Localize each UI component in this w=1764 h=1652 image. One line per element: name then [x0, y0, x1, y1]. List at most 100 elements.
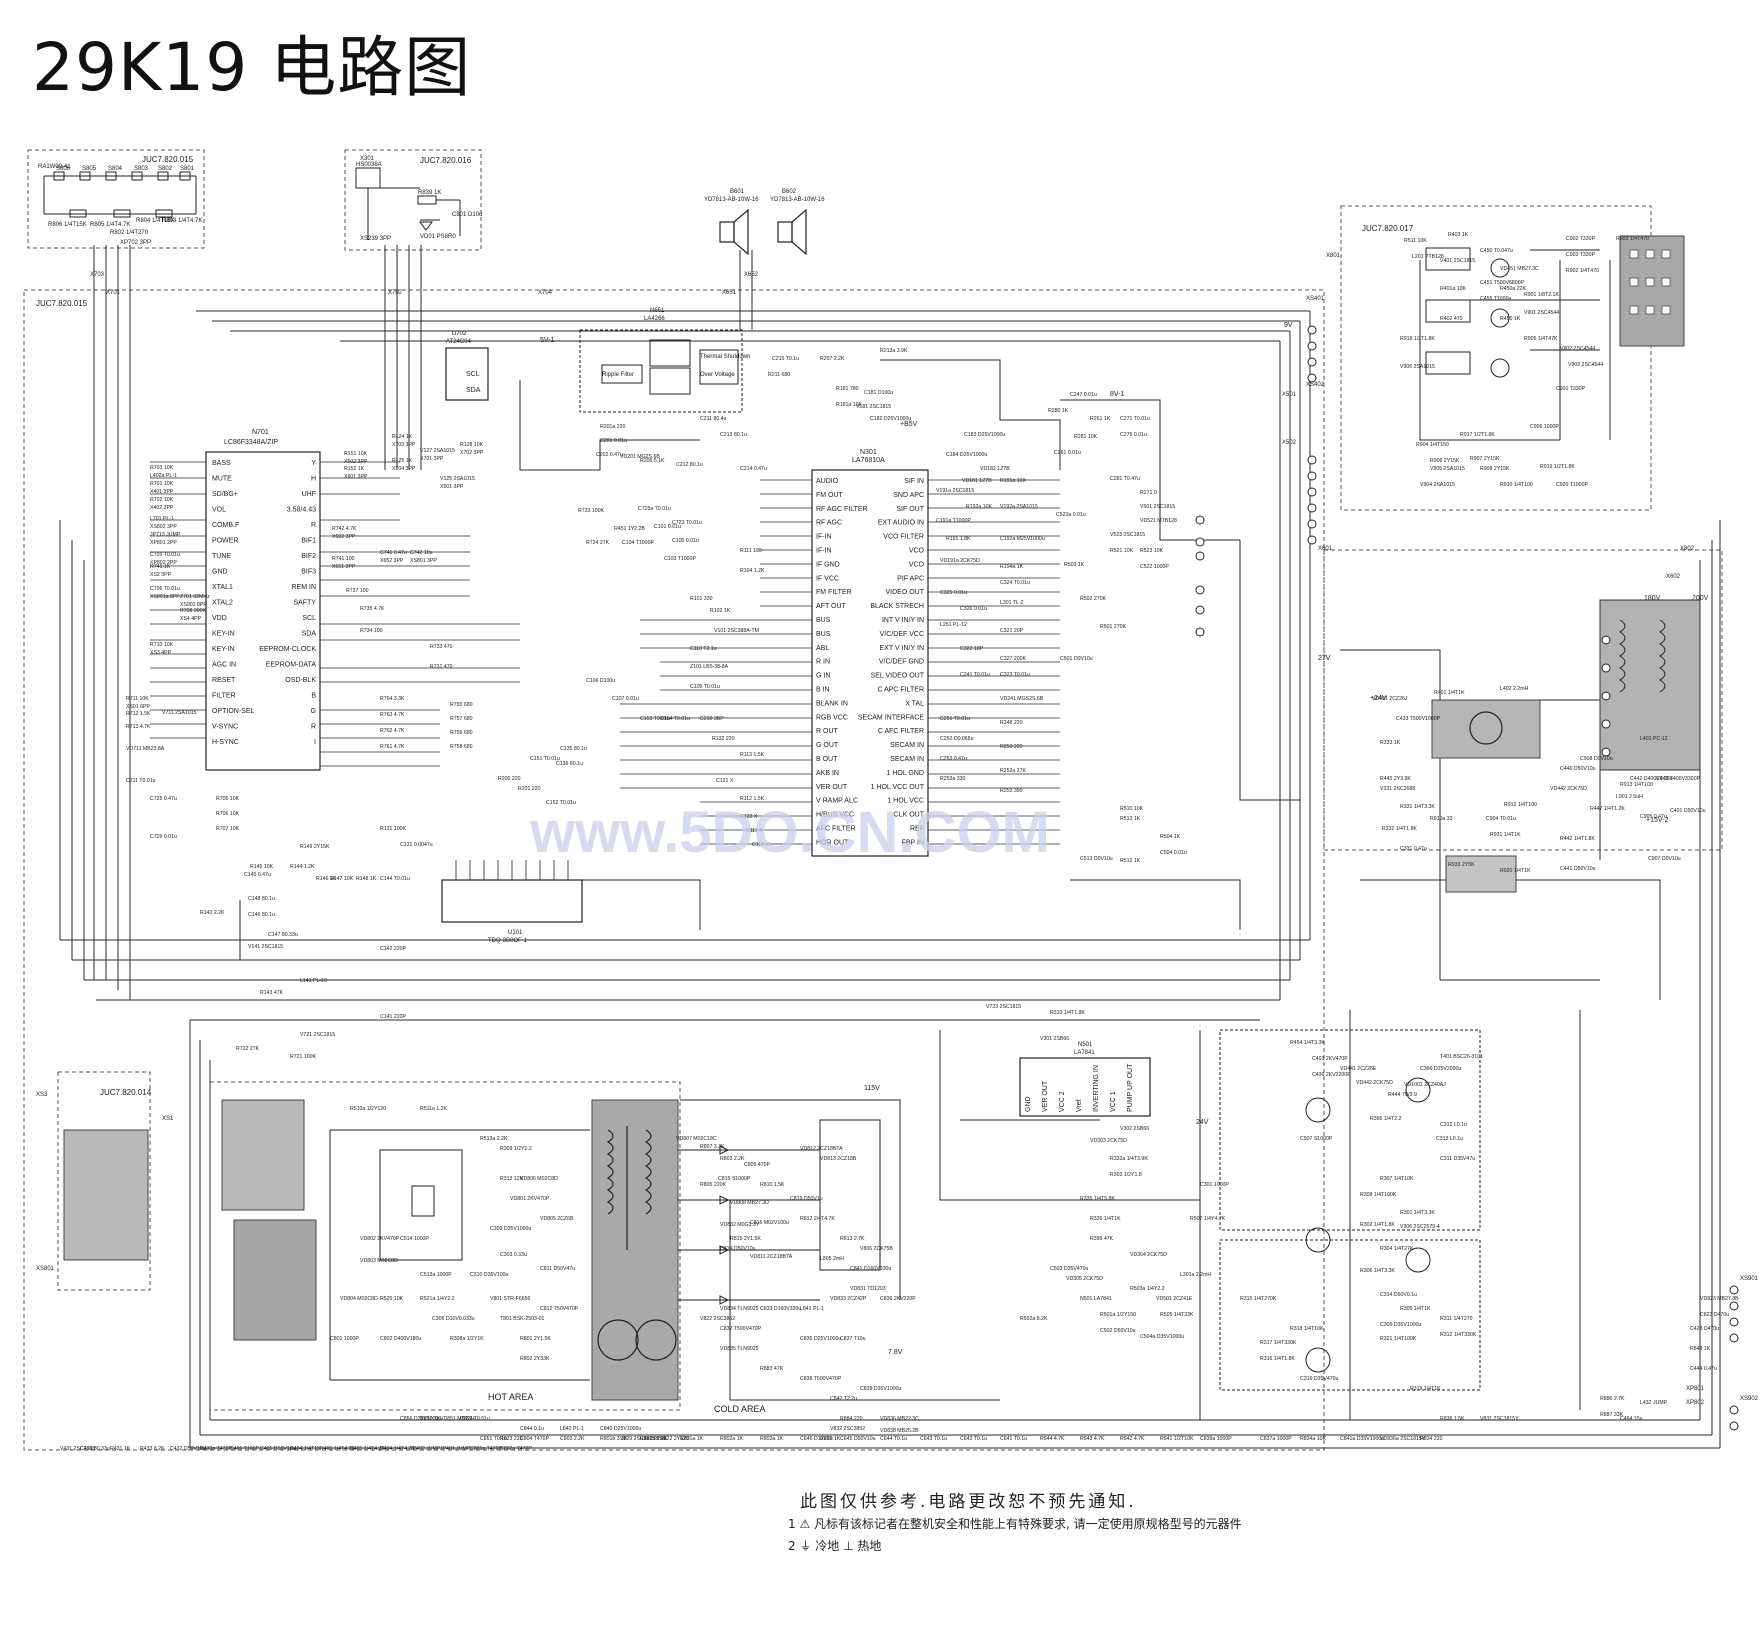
board-label-crt: JUC7.820.017 — [1362, 224, 1414, 233]
component-label: X651 3PP — [332, 564, 356, 570]
component-label: R405 1/4T4.7K — [350, 1446, 385, 1452]
component-label: C123 X — [740, 814, 758, 820]
n301-pin-label: FM FILTER — [816, 589, 852, 596]
component-label: VD711 MB23.8A — [126, 746, 165, 752]
component-label: R316 1/4T1.8K — [1260, 1356, 1295, 1362]
n301-pin-label: AUDIO — [816, 478, 839, 485]
component-label: V903 2SC4544 — [1568, 362, 1603, 368]
component-label: V831 2SC1815Y — [1480, 1416, 1519, 1422]
component-label: C275 0.01u — [1120, 432, 1147, 438]
component-label: R503 1K — [1064, 562, 1085, 568]
svg-text:XS801: XS801 — [36, 1266, 55, 1272]
component-label: V181 2SC1815 — [856, 404, 891, 410]
component-label: R706 10K — [216, 811, 240, 817]
component-label: C711 T0.01u — [126, 778, 156, 784]
n701-pin-label: SAFTY — [293, 600, 316, 607]
component-label: V901 2SC4544 — [1524, 310, 1559, 316]
component-label: C908 D0V10u — [1580, 756, 1613, 762]
component-label: V822 2SC3852 — [700, 1316, 735, 1322]
component-label: R801b 3.3K — [600, 1436, 628, 1442]
svg-text:X301: X301 — [360, 156, 375, 162]
component-label: R904 1/4T150 — [1416, 442, 1449, 448]
component-label: C823 D470u — [1700, 1312, 1729, 1318]
component-label: C121 X — [716, 778, 734, 784]
component-label: C210 3BP — [700, 716, 724, 722]
svg-text:7.8V: 7.8V — [888, 1349, 903, 1356]
component-label: VD812 2CZ18BTA — [800, 1146, 843, 1152]
n701-pin-label: I — [314, 739, 316, 746]
component-label: C703 T0.01u — [150, 552, 180, 558]
n301-pin-label: RGB VCC — [816, 714, 848, 721]
component-label: C211 80.4u — [700, 416, 727, 422]
component-label: R812 2/4T4.7K — [800, 1216, 835, 1222]
ic-n701-part: LC86F3348A/ZIP — [224, 439, 278, 446]
component-label: VD201 MG2S.6B — [620, 454, 660, 460]
component-label: C148 80.1u — [248, 896, 275, 902]
n301-pin-label: CLK OUT — [894, 812, 925, 819]
component-label: VD182 1Z7B — [980, 466, 1010, 472]
component-label: R513 1K — [1120, 816, 1141, 822]
component-label: R125 1K — [392, 458, 413, 464]
component-label: VD804 M02C8D — [340, 1296, 378, 1302]
component-label: R401 1/4T1K — [1434, 690, 1465, 696]
n301-pin-label: V/C/DEF VCC — [880, 631, 924, 638]
n701-pin-label: H — [311, 476, 316, 483]
component-label: V723 2SC1815 — [986, 1004, 1021, 1010]
component-label: VD805 2CZ6B — [540, 1216, 574, 1222]
svg-text:5V-1: 5V-1 — [540, 337, 555, 344]
component-label: R886 2.7K — [1600, 1396, 1625, 1402]
component-label: R711 10K — [126, 696, 149, 702]
component-label: V101 2SC388A-TM — [714, 628, 759, 634]
component-label: L841 PL-1 — [800, 1306, 824, 1312]
svg-text:X601: X601 — [1318, 546, 1333, 552]
crt-socket — [1619, 235, 1685, 347]
component-label: C443 T400V3300P — [1656, 776, 1701, 782]
n301-pin-label: RF AGC — [816, 520, 842, 527]
ic-n651 — [579, 329, 743, 413]
svg-text:R805 1/4T4.7K: R805 1/4T4.7K — [90, 222, 130, 228]
component-label: VD305 2CK75D — [1066, 1276, 1103, 1282]
n301-pin-label: VIDEO OUT — [885, 589, 924, 596]
component-label: R308 1/4T100K — [1360, 1192, 1397, 1198]
component-label: R201a 220 — [600, 424, 625, 430]
component-label: C442 D400V0.33u — [1630, 776, 1673, 782]
ic-n701-ref: N701 — [252, 429, 269, 436]
component-label: R641 1/2T10K — [1160, 1436, 1194, 1442]
component-label: VD832 M0G3.3Y — [720, 1222, 760, 1228]
n301-pin-label: AFT OUT — [816, 603, 847, 610]
component-label: R724 27K — [586, 540, 610, 546]
component-label: C804 T470P — [520, 1436, 550, 1442]
svg-text:115V: 115V — [864, 1085, 880, 1092]
safety-note: 1 ⚠ 凡标有该标记者在整机安全和性能上有特殊要求, 请一定使用原规格型号的元器… — [788, 1517, 1242, 1531]
component-label: XS801 3PP — [410, 558, 437, 564]
component-label: R836 1.5K — [1440, 1416, 1465, 1422]
component-label: C841 D160V330u — [850, 1266, 891, 1272]
component-label: R834 220 — [1420, 1436, 1443, 1442]
component-label: R643 4.7K — [1080, 1436, 1105, 1442]
component-label: XS802 3PP — [150, 524, 177, 530]
component-label: XP801 2PP — [150, 540, 177, 546]
component-label: C321 20P — [1000, 628, 1024, 634]
component-label: C213 80.1u — [720, 432, 747, 438]
component-label: R403 1K — [1448, 232, 1469, 238]
component-label: R311 1/4T270 — [1440, 1316, 1473, 1322]
board-label-remote: JUC7.820.016 — [420, 156, 472, 165]
svg-text:XP801: XP801 — [1686, 1386, 1705, 1392]
component-label: R705 10K — [216, 796, 240, 802]
component-label: V141 2SC1815 — [248, 944, 283, 950]
component-label: R507 1/4Y4.7K — [1190, 1216, 1226, 1222]
component-label: R907 2Y15K — [1470, 456, 1500, 462]
component-label: R848 1K — [1690, 1346, 1711, 1352]
component-label: R301 1/4T3.3K — [1400, 1210, 1435, 1216]
component-label: R807 3.3K — [700, 1144, 725, 1150]
component-label: R445 2Y3.9K — [1380, 776, 1411, 782]
component-label: C444 0.47u — [1690, 1366, 1717, 1372]
component-label: C514 1000P — [400, 1236, 429, 1242]
n701-pin-label: VDD — [212, 615, 227, 622]
board-keys — [27, 149, 205, 249]
component-label: R762 4.7K — [380, 728, 405, 734]
component-label: C327 200K — [1000, 656, 1026, 662]
component-label: R261 1K — [1090, 416, 1111, 422]
svg-text:R806 1/4T15K: R806 1/4T15K — [48, 222, 87, 228]
